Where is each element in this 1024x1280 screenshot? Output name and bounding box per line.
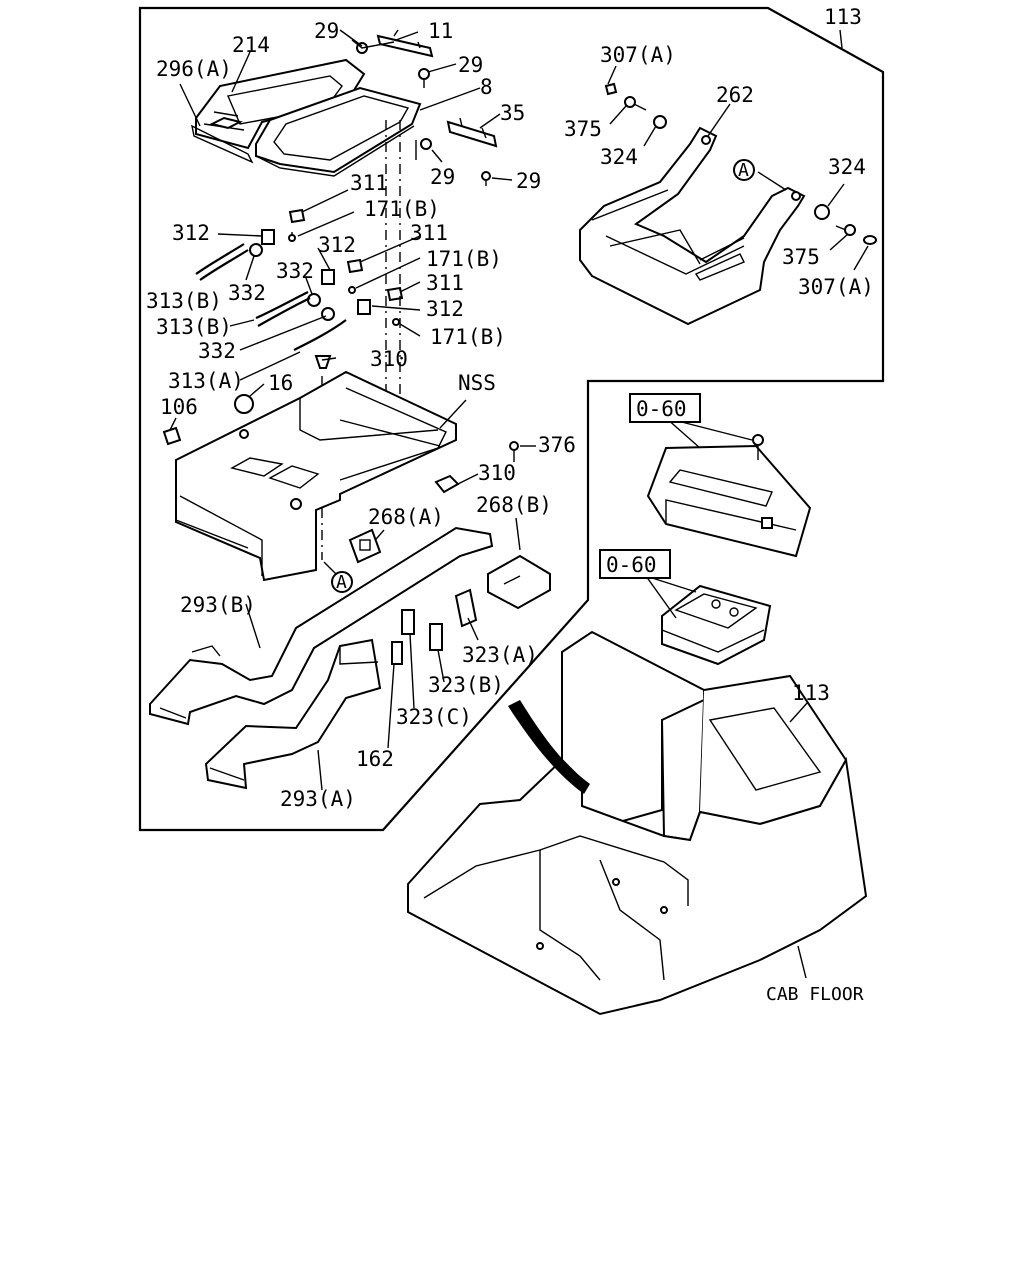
fastener-310-icon [434,474,460,494]
label-106: 106 [160,395,198,419]
label-323c: 323(C) [396,705,472,729]
leader-lines-upper [169,29,513,431]
circle-marker-label: A [738,160,749,181]
label-313b: 313(B) [146,289,222,313]
label-313b: 313(B) [156,315,232,339]
module-060 [661,584,772,666]
tray-262 [579,126,806,326]
label-312: 312 [172,221,210,245]
label-332: 332 [228,281,266,305]
label-332: 332 [198,339,236,363]
label-324: 324 [828,155,866,179]
label-311: 311 [350,171,388,195]
screw-29-icon [418,68,430,88]
label-29: 29 [516,169,541,193]
console-113 [561,630,848,863]
bracket-268b [487,554,551,610]
circle-marker-a [733,159,755,181]
lid-8 [255,86,422,177]
label-310: 310 [478,461,516,485]
box-060-lid [646,434,812,558]
leader-lines-low [245,603,479,791]
label-cab-floor: CAB FLOOR [766,984,864,1005]
label-375: 375 [782,245,820,269]
duct-293a [204,638,382,790]
circle-marker-a [331,571,353,593]
label-268b: 268(B) [476,493,552,517]
label-375: 375 [564,117,602,141]
label-376: 376 [538,433,576,457]
label-8: 8 [480,75,493,99]
duct-293b [149,526,494,726]
label-312: 312 [318,233,356,257]
clip-parts [162,208,404,446]
curved-arrow-icon [508,700,590,794]
label-312: 312 [426,297,464,321]
label-296a: 296(A) [156,57,232,81]
label-323b: 323(B) [428,673,504,697]
label-171b: 171(B) [364,197,440,221]
label-11: 11 [428,19,453,43]
circle-marker-label: A [336,572,347,593]
label-113: 113 [792,681,830,705]
leader-lines-tray [607,29,869,271]
label-262: 262 [716,83,754,107]
label-293b: 293(B) [180,593,256,617]
cab-floor [407,756,868,1016]
label-162: 162 [356,747,394,771]
label-268a: 268(A) [368,505,444,529]
bracket-268a [348,528,382,564]
inset-frame [138,6,885,832]
label-box-060 [629,393,701,423]
label-171b: 171(B) [430,325,506,349]
label-box-060 [599,549,671,579]
leader-lines-cab [789,701,809,979]
label-113: 113 [824,5,862,29]
label-29: 29 [430,165,455,189]
strip-296a [191,124,254,164]
slider-parts-323 [391,588,478,665]
label-29: 29 [314,19,339,43]
label-293a: 293(A) [280,787,356,811]
label-324: 324 [600,145,638,169]
fasteners-262 [604,82,877,245]
label-332: 332 [276,259,314,283]
label-310: 310 [370,347,408,371]
label-311: 311 [426,271,464,295]
label-171b: 171(B) [426,247,502,271]
label-box-060-text: 0-60 [636,397,687,421]
label-16: 16 [268,371,293,395]
label-214: 214 [232,33,270,57]
label-35: 35 [500,101,525,125]
label-311: 311 [410,221,448,245]
label-323a: 323(A) [462,643,538,667]
label-307a: 307(A) [600,43,676,67]
console-body-nss [175,370,457,582]
hinge-11 [351,29,434,58]
label-313a: 313(A) [168,369,244,393]
label-nss: NSS [458,371,496,395]
hinge-35 [415,117,498,186]
label-29: 29 [458,53,483,77]
screw-376-icon [509,441,519,462]
label-307a: 307(A) [798,275,874,299]
label-box-060-text: 0-60 [606,553,657,577]
